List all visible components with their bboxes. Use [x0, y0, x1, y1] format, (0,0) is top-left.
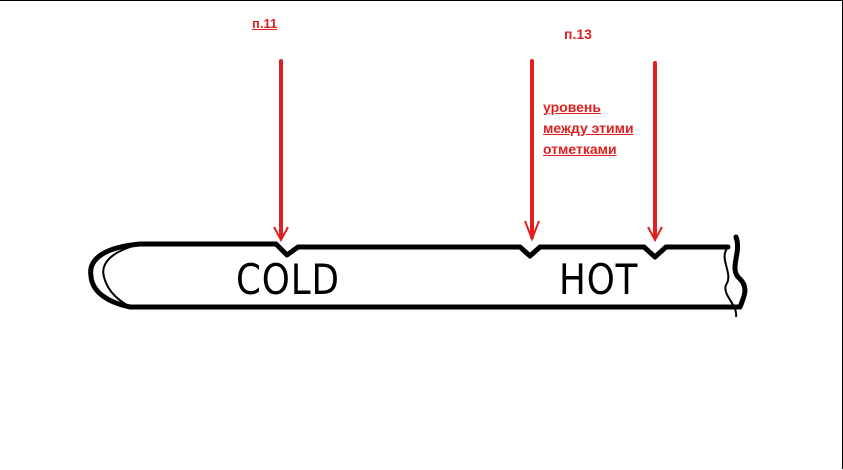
label-p13: п.13 [564, 26, 592, 42]
level-note-line-2: между этими [543, 120, 634, 136]
level-note-line-1: уровень [543, 99, 601, 115]
scale-hot-text: HOT [559, 255, 639, 304]
dipstick-tip-inner [102, 243, 141, 308]
arrow-p11 [273, 59, 289, 243]
scale-cold-text: COLD [236, 255, 340, 304]
level-note-line-3: отметками [543, 141, 617, 157]
label-p11: п.11 [252, 16, 278, 31]
arrow-p13-left [524, 59, 540, 242]
dipstick-outline [88, 234, 748, 310]
level-note: уровень между этими отметками [543, 97, 634, 160]
arrow-p13-right [647, 61, 663, 243]
dipstick-broken-end [723, 246, 738, 318]
